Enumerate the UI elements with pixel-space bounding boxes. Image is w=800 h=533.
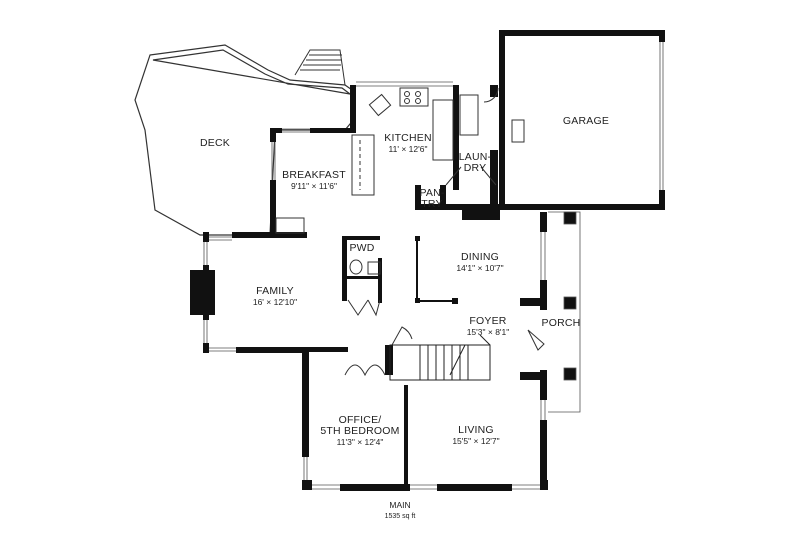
deck-outline: [134, 44, 356, 236]
porch-post: [520, 298, 542, 306]
room-porch: PORCH: [541, 317, 581, 329]
foyer-stairs: [389, 334, 491, 381]
porch-post: [520, 372, 542, 380]
room-pwd: PWD: [349, 242, 375, 254]
fixtures: [275, 87, 545, 377]
room-pantry: PAN-TRY: [419, 187, 445, 210]
room-deck: DECK: [200, 137, 230, 149]
room-garage: GARAGE: [562, 115, 610, 127]
stairs-deck: [294, 49, 346, 86]
room-laundry: LAUN-DRY: [458, 151, 492, 174]
porch: [548, 211, 581, 413]
windows: [203, 42, 664, 490]
walls: [190, 30, 665, 491]
